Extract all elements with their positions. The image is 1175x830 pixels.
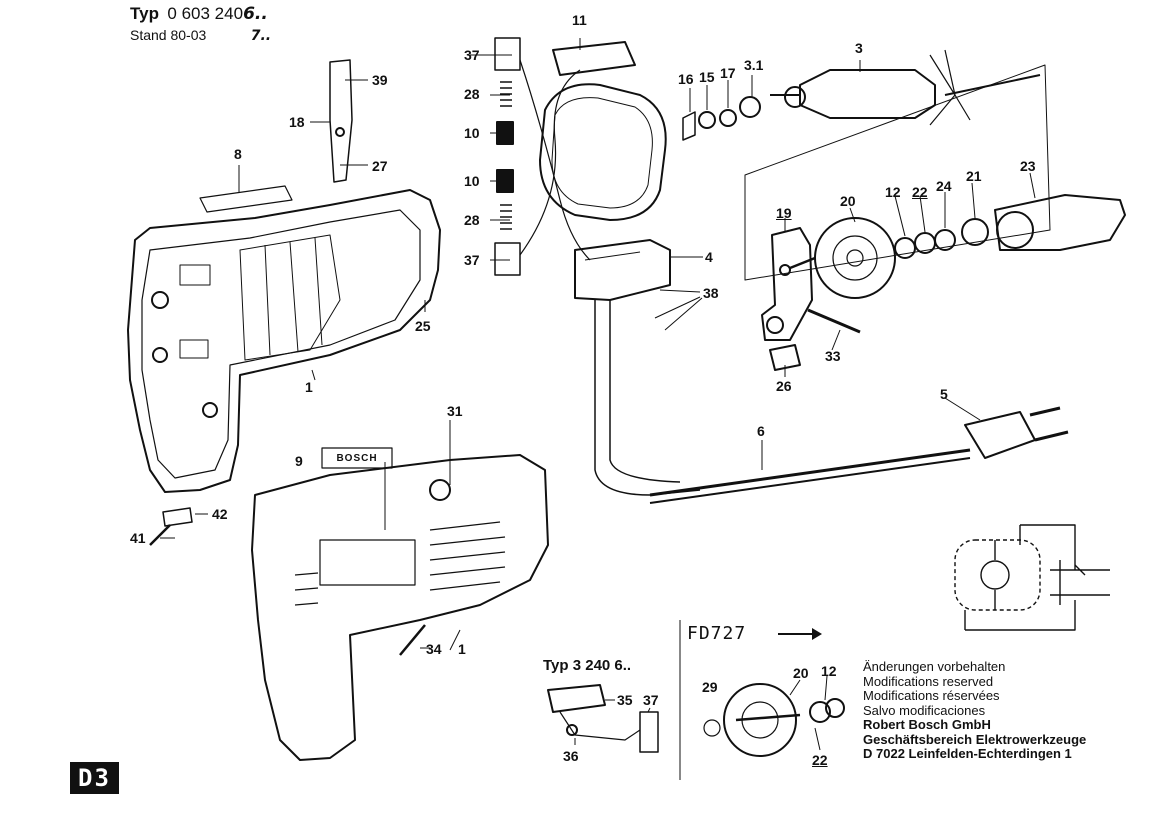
stand-label: Stand 80-03 [130, 27, 207, 43]
part-number: 28 [464, 212, 480, 228]
part-number: 1 [458, 641, 466, 657]
note-line: Modifications reserved [863, 673, 994, 689]
part-number: 28 [464, 86, 480, 102]
field-coil [539, 83, 667, 221]
variant-type-label: Typ 3 240 6.. [543, 657, 632, 674]
part-number: 21 [966, 168, 982, 184]
armature-3 [799, 69, 936, 119]
part-number: 39 [372, 72, 388, 88]
part-number: 3.1 [744, 57, 764, 73]
part-number: 11 [572, 12, 587, 28]
part-number: 18 [289, 114, 305, 130]
part-number: 24 [936, 178, 952, 194]
page-code-badge: D3 [70, 762, 119, 794]
housing-half-right [251, 454, 549, 761]
part-number: 25 [415, 318, 431, 334]
part-number: 22 [912, 184, 928, 200]
bosch-nameplate: BOSCH [336, 452, 378, 464]
gear-20 [814, 217, 896, 299]
note-line: Änderungen vorbehalten [863, 659, 1006, 674]
part-number: 3 [855, 40, 863, 56]
part-number: 9 [295, 453, 303, 469]
stand-header: Stand 80-03 7.. [130, 27, 271, 45]
stand-handwritten: 7.. [250, 28, 272, 44]
part-number: 10 [464, 125, 480, 141]
housing-half-left [127, 189, 441, 493]
company-name: Robert Bosch GmbH [863, 717, 991, 732]
part-number: 10 [464, 173, 480, 189]
part-number: 15 [699, 69, 715, 85]
part-number: 29 [702, 679, 718, 695]
type-number-handwritten: 6.. [243, 4, 268, 24]
part-number: 23 [1020, 158, 1036, 174]
part-number: 20 [840, 193, 856, 209]
part-number: 37 [464, 47, 480, 63]
part-number: 20 [793, 665, 809, 681]
part-number: 8 [234, 146, 242, 162]
part-number: 37 [643, 692, 659, 708]
part-number: 12 [885, 184, 901, 200]
part-number: 12 [821, 663, 837, 679]
part-number: 17 [720, 65, 736, 81]
part-number: 4 [705, 249, 713, 265]
part-number: 37 [464, 252, 480, 268]
bearing-plate-19 [761, 227, 813, 341]
part-number: 41 [130, 530, 146, 546]
part-number: 35 [617, 692, 633, 708]
part-number: 34 [426, 641, 442, 657]
type-header: Typ 0 603 2406.. [130, 4, 268, 24]
note-line: Modifications réservées [863, 688, 1000, 703]
company-address: D 7022 Leinfelden-Echterdingen 1 [863, 746, 1072, 761]
part-number: 36 [563, 748, 579, 764]
fd-code: FD727 [687, 623, 747, 644]
part-number: 22 [812, 752, 828, 768]
part-number: 33 [825, 348, 841, 364]
part-number: 26 [776, 378, 792, 394]
plug-5 [964, 411, 1036, 459]
switch-4 [574, 239, 671, 301]
part-number: 1 [305, 379, 313, 395]
type-label: Typ [130, 4, 159, 23]
part-number: 27 [372, 158, 388, 174]
note-line: Salvo modificaciones [863, 702, 986, 718]
part-number: 16 [678, 71, 694, 87]
part-number: 5 [940, 386, 948, 402]
part-number: 42 [212, 506, 228, 522]
part-number: 19 [776, 205, 792, 221]
brush-holder-18 [329, 59, 353, 183]
part-number: 38 [703, 285, 719, 301]
fd-note: FD727 [687, 623, 746, 644]
notes-block: Änderungen vorbehalten Modifications res… [863, 659, 1087, 762]
company-division: Geschäftsbereich Elektrowerkzeuge [863, 731, 1087, 747]
part-number: 31 [447, 403, 463, 419]
chuck-23 [994, 194, 1126, 251]
part-number: 6 [757, 423, 765, 439]
brush-cover-11 [552, 41, 636, 76]
type-number: 0 603 240 [167, 4, 244, 23]
